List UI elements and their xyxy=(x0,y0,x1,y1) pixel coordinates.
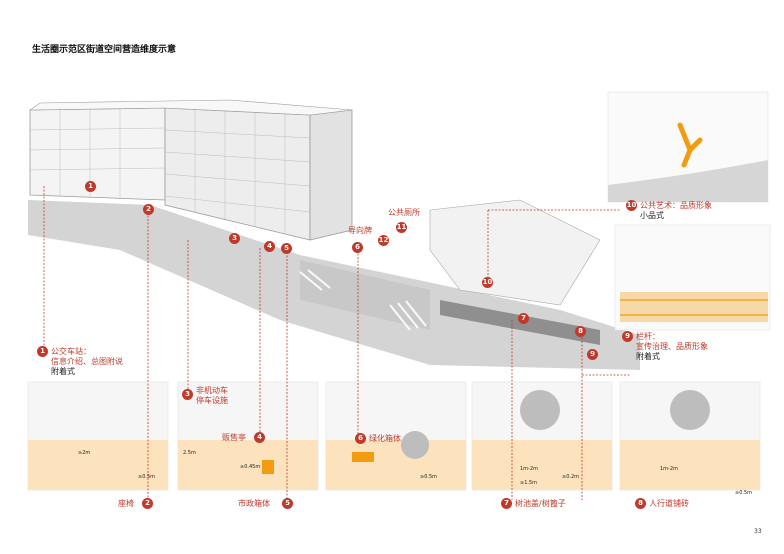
dim-tree-2: ≥0.2m xyxy=(562,474,580,480)
crosswalk-stripes xyxy=(299,269,427,331)
page-number: 33 xyxy=(754,528,762,535)
label-public-art: 公共艺术：品质形象 xyxy=(640,201,712,210)
dim-bike: 2.5m xyxy=(183,450,196,456)
inset-railing-bars xyxy=(620,299,768,316)
label-railing-desc: 宣传治理、品质形象 xyxy=(636,342,708,351)
marker-5-legend: 5 xyxy=(282,498,293,509)
label-tree-pool: 树池盖/树篦子 xyxy=(515,499,566,508)
dim-utility: ≥0.45m xyxy=(240,464,261,470)
label-bike-parking-2: 停车设施 xyxy=(196,396,228,405)
label-vending: 贩售亭 xyxy=(222,433,246,442)
leader-lines xyxy=(43,186,630,500)
dim-green: ≥0.5m xyxy=(420,474,438,480)
marker-1-legend: 1 xyxy=(37,346,48,357)
marker-12: 12 xyxy=(378,235,389,246)
marker-11: 11 xyxy=(396,222,407,233)
label-public-toilet: 公共厕所 xyxy=(388,208,420,217)
label-bike-parking: 非机动车 xyxy=(196,386,228,395)
label-railing: 栏杆： xyxy=(636,332,660,341)
dim-pave-2: ≥0.5m xyxy=(735,490,753,496)
label-pavement: 人行道铺砖 xyxy=(649,499,689,508)
marker-9-legend: 9 xyxy=(622,331,633,342)
label-railing-type: 附着式 xyxy=(636,352,660,361)
label-bus-stop-type: 附着式 xyxy=(51,367,75,376)
marker-2: 2 xyxy=(143,204,154,215)
marker-8: 8 xyxy=(575,326,586,337)
marker-4: 4 xyxy=(264,241,275,252)
marker-10-legend: 10 xyxy=(626,200,637,211)
dim-bench: ≥0.5m xyxy=(138,474,156,480)
sculpture-figure xyxy=(677,122,703,168)
marker-9: 9 xyxy=(587,349,598,360)
marker-8-legend: 8 xyxy=(635,498,646,509)
crosswalk-area xyxy=(300,260,430,330)
page-title: 生活圈示范区街道空间营造维度示意 xyxy=(32,45,177,55)
dim-bus: ≥2m xyxy=(78,450,91,456)
label-bus-stop: 公交车站： xyxy=(51,347,91,356)
dim-tree-1: 1m-2m xyxy=(520,466,538,472)
marker-7-legend: 7 xyxy=(501,498,512,509)
label-bus-stop-desc: 信息介绍、总图附说 xyxy=(51,357,123,366)
marker-6-legend: 6 xyxy=(355,433,366,444)
marker-2-legend: 2 xyxy=(142,498,153,509)
label-public-art-type: 小品式 xyxy=(640,211,664,220)
inset-railing-fill xyxy=(620,292,768,322)
dim-tree-3: ≥1.5m xyxy=(520,480,538,486)
marker-3: 3 xyxy=(229,233,240,244)
building-side xyxy=(309,109,353,241)
marker-4-legend: 4 xyxy=(254,432,265,443)
marker-10: 10 xyxy=(482,277,493,288)
label-green-box: 绿化箱体 xyxy=(369,434,401,443)
right-complex xyxy=(429,199,601,306)
marker-1: 1 xyxy=(85,181,96,192)
marker-5: 5 xyxy=(281,243,292,254)
marker-7: 7 xyxy=(518,313,529,324)
label-utility-box: 市政箱体 xyxy=(238,499,270,508)
building-left xyxy=(29,107,166,201)
building-roof xyxy=(29,99,353,116)
marker-6: 6 xyxy=(352,242,363,253)
bottom-panels xyxy=(27,381,761,491)
label-bench: 座椅 xyxy=(118,499,134,508)
label-guide-sign: 导向牌 xyxy=(348,226,372,235)
marker-3-legend: 3 xyxy=(182,389,193,400)
dim-pave-1: 1m-2m xyxy=(660,466,678,472)
